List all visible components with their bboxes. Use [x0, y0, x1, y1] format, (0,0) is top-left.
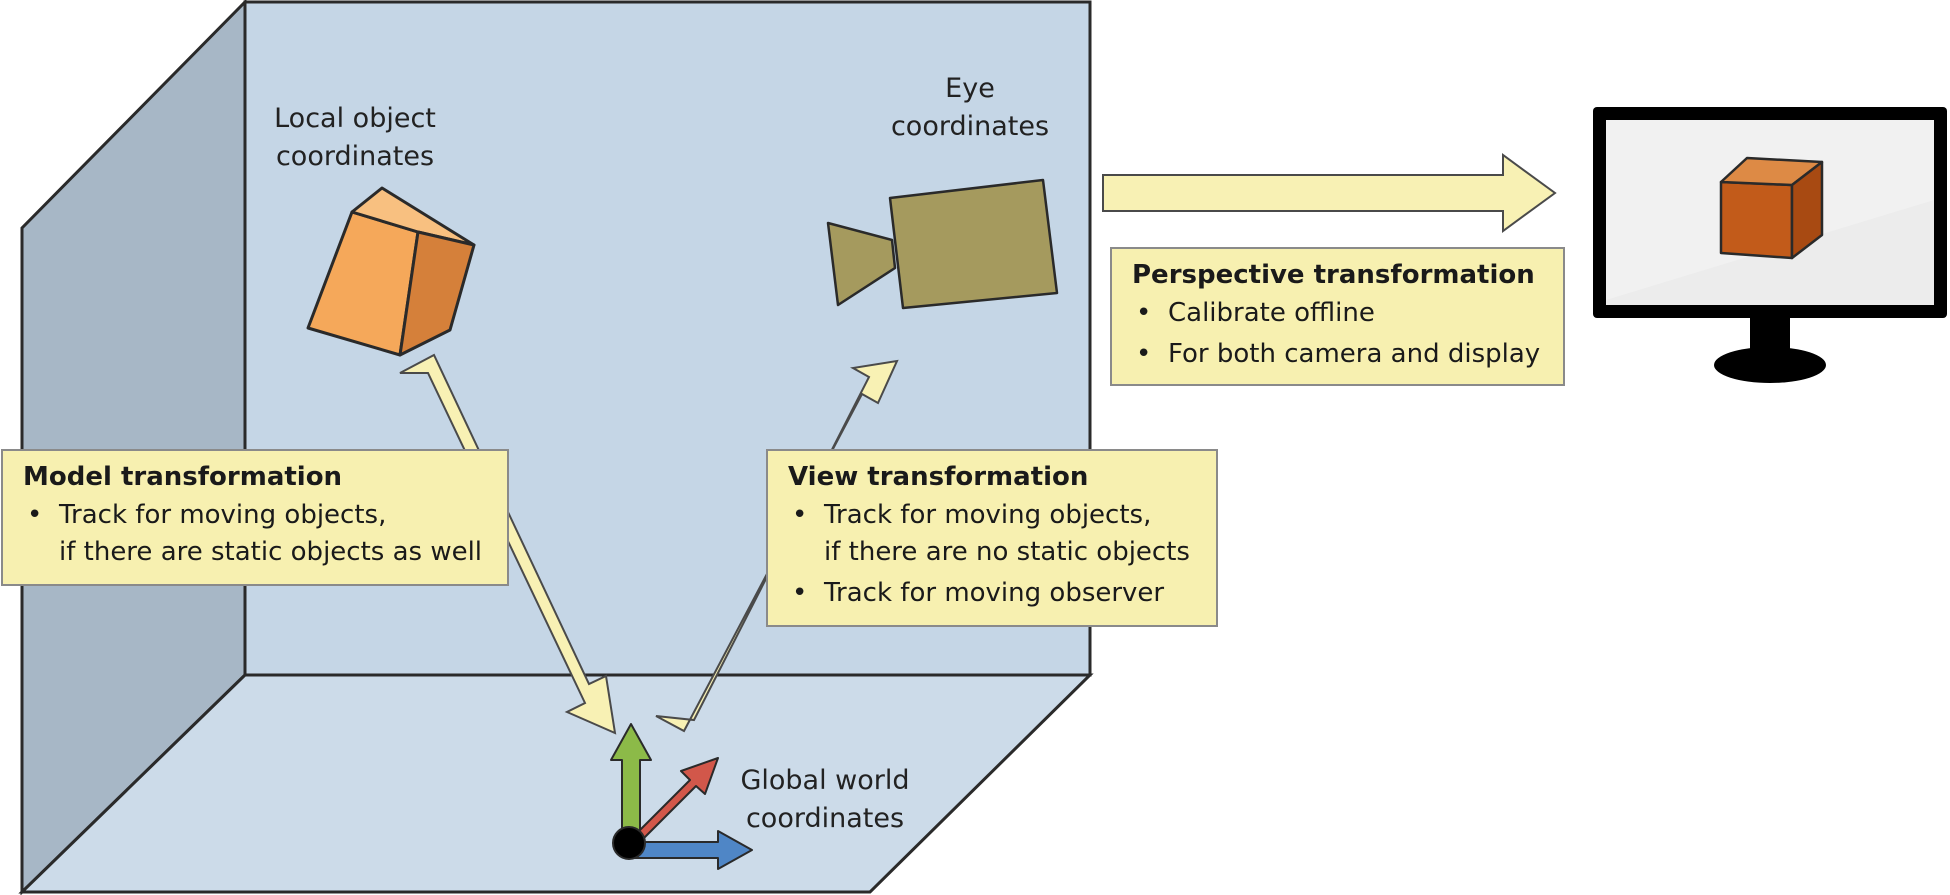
perspective-transformation-item: For both camera and display: [1132, 336, 1549, 373]
view-transformation-item: Track for moving observer: [788, 575, 1202, 612]
local-coordinates-label: Local object coordinates: [274, 103, 436, 172]
perspective-arrow: [1102, 153, 1557, 233]
perspective-transformation-title: Perspective transformation: [1132, 260, 1535, 290]
model-transformation-box: Model transformation Track for moving ob…: [1, 449, 509, 586]
world-axes-icon: [610, 723, 753, 870]
model-transformation-title: Model transformation: [23, 462, 343, 492]
view-transformation-item: Track for moving objects, if there are n…: [788, 497, 1202, 571]
display-cube-icon: [1719, 156, 1824, 260]
view-transformation-title: View transformation: [788, 462, 1089, 492]
perspective-transformation-item: Calibrate offline: [1132, 295, 1549, 332]
eye-coordinates-label: Eye coordinates: [890, 73, 1050, 142]
global-coordinates-label: Global world coordinates: [740, 765, 910, 834]
object-cube-icon: [306, 186, 476, 357]
model-transformation-item: Track for moving objects, if there are s…: [23, 497, 493, 571]
view-arrow: [655, 359, 899, 733]
perspective-transformation-box: Perspective transformation Calibrate off…: [1110, 247, 1565, 386]
view-transformation-box: View transformation Track for moving obj…: [766, 449, 1218, 627]
camera-icon: [826, 178, 1059, 310]
